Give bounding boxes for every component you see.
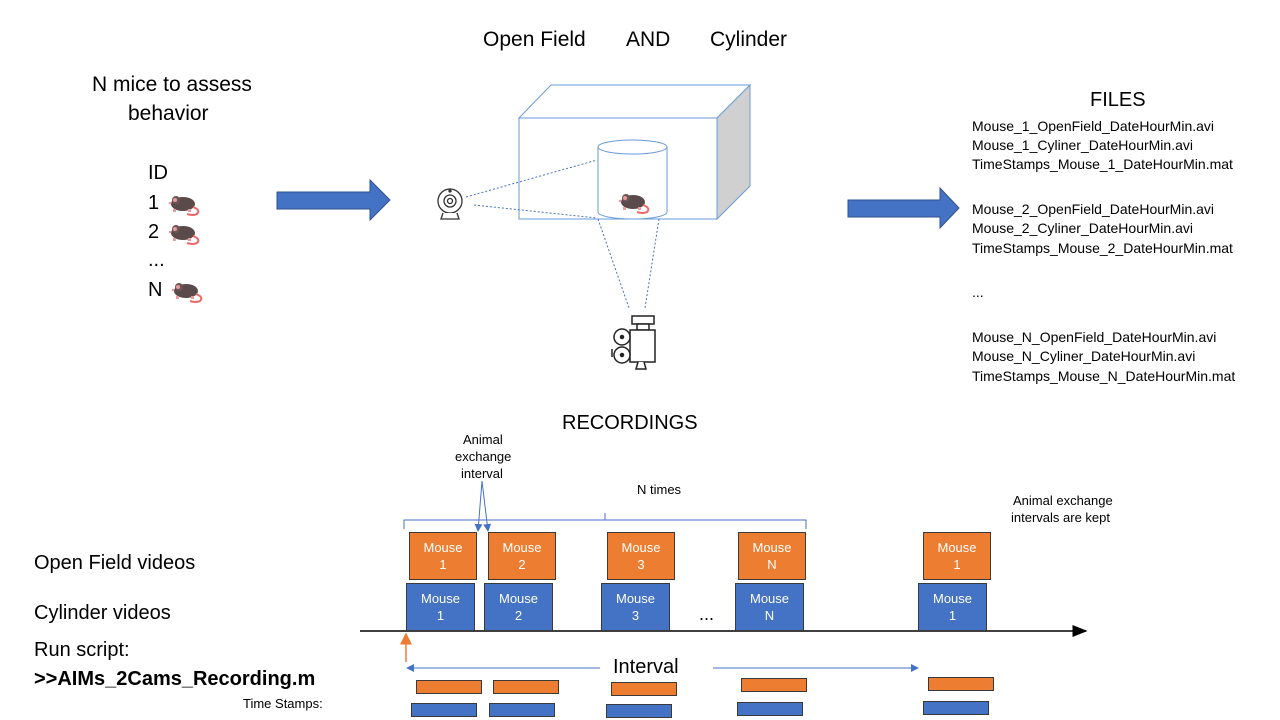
file-line: ... — [972, 284, 984, 300]
file-line: TimeStamps_Mouse_1_DateHourMin.mat — [972, 156, 1233, 172]
kept-line2: intervals are kept — [1011, 510, 1110, 525]
file-line: TimeStamps_Mouse_2_DateHourMin.mat — [972, 240, 1233, 256]
file-line: Mouse_N_Cyliner_DateHourMin.avi — [972, 348, 1196, 364]
input-arrow — [276, 178, 391, 222]
run-script-label: Run script: — [34, 639, 130, 661]
mice-title-line1: N mice to assess — [92, 73, 252, 96]
time-stamp-bar-open-field — [611, 682, 677, 696]
camera-view-lines — [465, 159, 660, 309]
mouse-row-n: N — [148, 279, 163, 301]
file-line: TimeStamps_Mouse_N_DateHourMin.mat — [972, 368, 1236, 384]
output-arrow — [847, 186, 960, 230]
webcam-icon — [437, 188, 463, 220]
time-stamp-bar-open-field — [741, 678, 807, 692]
cylinder-title: Cylinder — [710, 28, 788, 51]
exchange-arrow-left — [474, 480, 483, 532]
file-line: Mouse_2_OpenField_DateHourMin.avi — [972, 201, 1215, 217]
file-line: Mouse_1_OpenField_DateHourMin.avi — [972, 118, 1215, 134]
mice-title-line2: behavior — [128, 102, 209, 125]
kept-line1: Animal exchange — [1013, 493, 1113, 508]
file-line: Mouse_2_Cyliner_DateHourMin.avi — [972, 220, 1193, 236]
recordings-title: RECORDINGS — [562, 412, 698, 434]
files-title: FILES — [1090, 89, 1146, 111]
time-stamp-bar-cylinder — [737, 702, 803, 716]
script-name: >>AIMs_2Cams_Recording.m — [34, 668, 316, 690]
n-times-brace — [403, 513, 807, 529]
timeline-ellipsis: ... — [699, 604, 715, 624]
time-stamp-bar-open-field — [493, 680, 559, 694]
mouse-row-1: 1 — [148, 192, 160, 214]
mouse-icon — [170, 282, 203, 303]
time-stamps-label: Time Stamps: — [243, 696, 323, 711]
time-stamp-bar-open-field — [928, 677, 994, 691]
exchange-arrow-right — [481, 480, 492, 532]
file-line: Mouse_N_OpenField_DateHourMin.avi — [972, 329, 1217, 345]
mouse-row-ellipsis: ... — [148, 249, 165, 271]
mouse-row-2: 2 — [148, 221, 160, 243]
animal-exchange-line2: exchange — [455, 449, 512, 464]
open-field-box — [517, 83, 752, 221]
time-stamp-bar-cylinder — [606, 704, 672, 718]
id-label: ID — [148, 162, 168, 184]
n-times-label: N times — [637, 482, 682, 497]
and-title: AND — [626, 28, 671, 51]
mouse-icon — [167, 195, 200, 216]
file-line: Mouse_1_Cyliner_DateHourMin.avi — [972, 137, 1193, 153]
open-field-videos-label: Open Field videos — [34, 552, 196, 574]
time-stamp-bar-cylinder — [923, 701, 989, 715]
time-stamp-bar-cylinder — [411, 703, 477, 717]
cylinder-videos-label: Cylinder videos — [34, 602, 171, 624]
film-camera-icon — [611, 315, 656, 370]
time-stamp-bar-cylinder — [489, 703, 555, 717]
animal-exchange-line3: interval — [461, 466, 503, 481]
interval-label: Interval — [613, 656, 679, 678]
cylinder-shape — [597, 139, 668, 220]
time-stamp-bar-open-field — [416, 680, 482, 694]
open-field-title: Open Field — [483, 28, 586, 51]
mouse-icon — [167, 224, 200, 245]
animal-exchange-line1: Animal — [463, 432, 503, 447]
